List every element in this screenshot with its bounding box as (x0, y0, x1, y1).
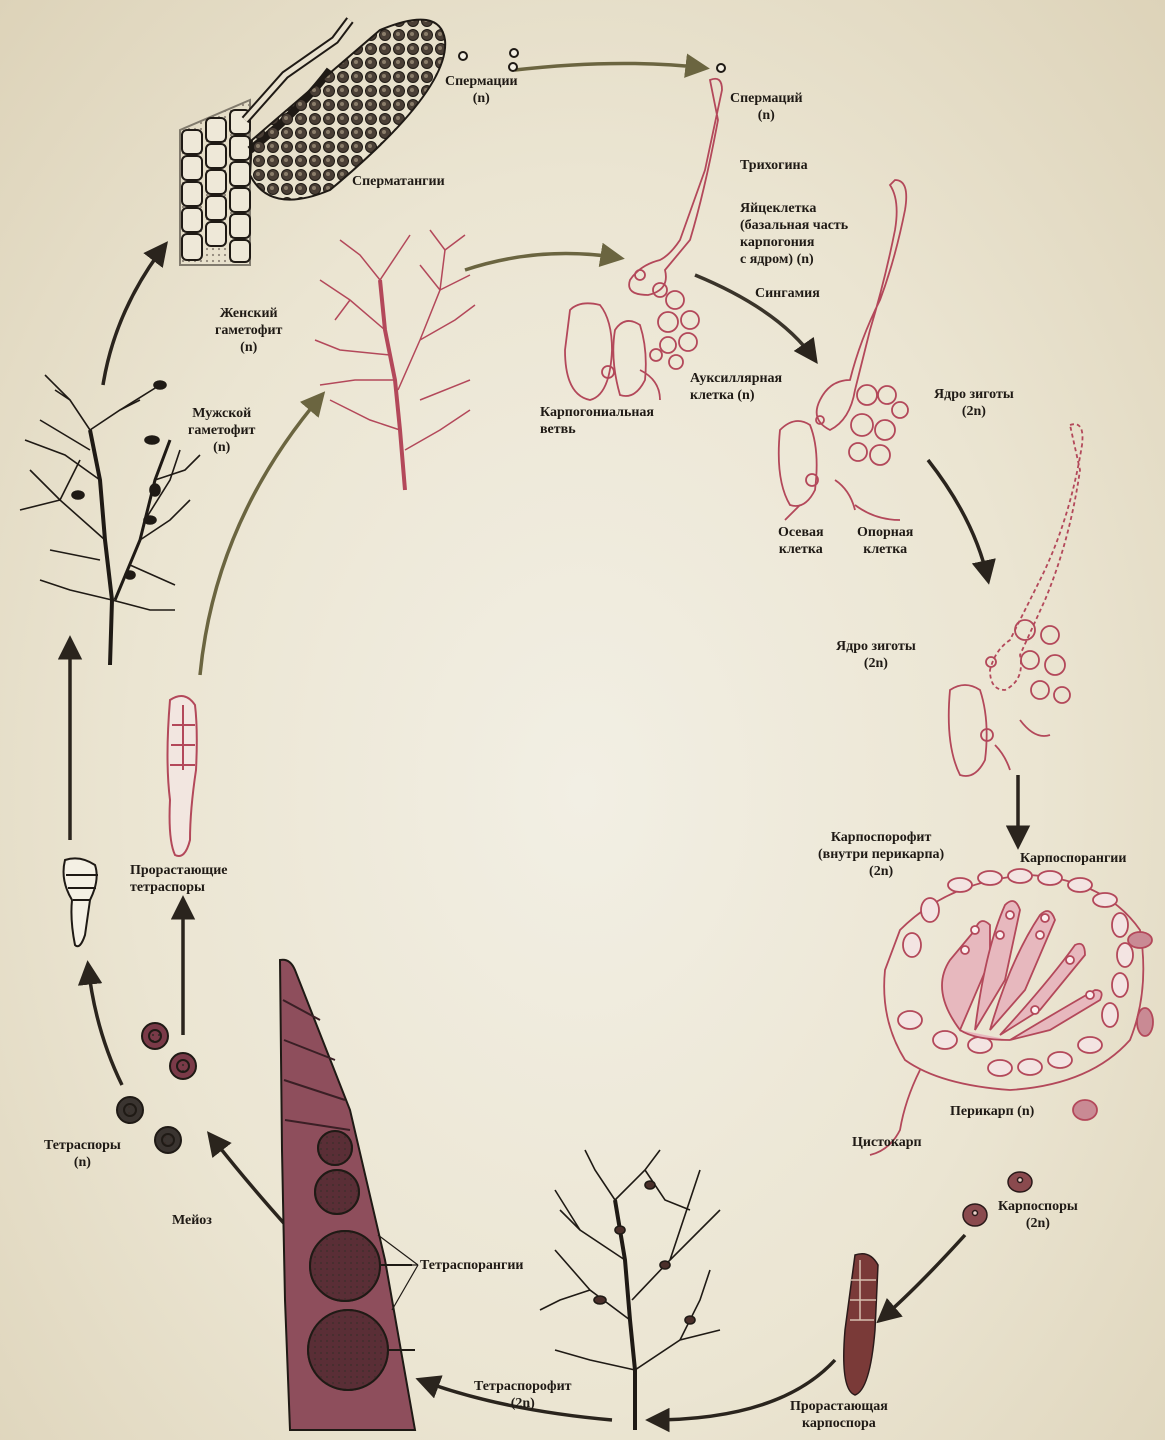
label-germinating-tetraspores-line2: тетраспоры (130, 879, 228, 896)
germinating-tetraspores-drawing (64, 696, 197, 946)
label-tetrasporophyte-line2: (2n) (474, 1395, 572, 1412)
female-gametophyte-drawing (315, 230, 475, 490)
label-carposporophyte-line1: Карпоспорофит (818, 829, 944, 846)
label-tetraspores-line1: Тетраспоры (44, 1137, 121, 1154)
label-zygote-nucleus-2-line2: (2n) (836, 655, 916, 672)
label-carposporophyte-line2: (внутри перикарпа) (818, 846, 944, 863)
label-zygote-nucleus-2-line1: Ядро зиготы (836, 638, 916, 655)
arrow-carpospores-to-germinating (880, 1235, 965, 1320)
label-zygote-nucleus-1-line2: (2n) (934, 403, 1014, 420)
label-egg-line4: с ядром) (n) (740, 251, 848, 268)
label-carposporangia: Карпоспорангии (1020, 850, 1126, 867)
male-gametophyte-drawing (20, 375, 200, 665)
label-axial-cell: Осевая клетка (778, 524, 824, 558)
cycle-arrows (70, 63, 1018, 1420)
label-axial-cell-line2: клетка (778, 541, 824, 558)
label-pericarp: Перикарп (n) (950, 1103, 1034, 1120)
arrow-female-to-carpogonium (465, 254, 620, 270)
label-germinating-tetraspores-line1: Прорастающие (130, 862, 228, 879)
label-carposporophyte-line3: (2n) (818, 863, 944, 880)
label-female-gametophyte-line1: Женский (215, 305, 282, 322)
label-germinating-carpospore: Прорастающая карпоспора (790, 1398, 888, 1432)
label-support-cell: Опорная клетка (857, 524, 913, 558)
label-carpogonial-branch-line2: ветвь (540, 421, 654, 438)
label-germinating-tetraspores: Прорастающие тетраспоры (130, 862, 228, 896)
label-germinating-carpospore-line2: карпоспора (790, 1415, 888, 1432)
label-axial-cell-line1: Осевая (778, 524, 824, 541)
label-germinating-carpospore-line1: Прорастающая (790, 1398, 888, 1415)
label-carpogonial-branch: Карпогониальная ветвь (540, 404, 654, 438)
label-spermatangia: Сперматангии (352, 173, 445, 190)
label-zygote-nucleus-1-line1: Ядро зиготы (934, 386, 1014, 403)
label-female-gametophyte: Женский гаметофит (n) (215, 305, 282, 356)
label-tetraspores: Тетраспоры (n) (44, 1137, 121, 1171)
label-male-gametophyte: Мужской гаметофит (n) (188, 405, 255, 456)
label-male-gametophyte-line3: (n) (188, 439, 255, 456)
arrow-spermatia-to-spermatium (515, 63, 705, 70)
carpogonium-drawing (565, 79, 722, 400)
label-egg-line1: Яйцеклетка (740, 200, 848, 217)
label-spermatia: Спермации (n) (445, 73, 518, 107)
label-spermatium: Спермаций (n) (730, 90, 803, 124)
arrow-male-to-spermatangia (103, 245, 165, 385)
arrow-tetraspore-to-germinating-left (88, 965, 122, 1085)
label-tetrasporangia: Тетраспорангии (420, 1257, 523, 1274)
label-support-cell-line2: клетка (857, 541, 913, 558)
label-zygote-nucleus-1: Ядро зиготы (2n) (934, 386, 1014, 420)
label-cystocarp: Цистокарп (852, 1134, 922, 1151)
label-carpospores-line1: Карпоспоры (998, 1198, 1078, 1215)
label-egg-line3: карпогония (740, 234, 848, 251)
spermatangia-drawing (180, 20, 445, 265)
spermatia-dots (459, 49, 725, 72)
label-spermatia-line1: Спермации (445, 73, 518, 90)
label-tetrasporophyte: Тетраспорофит (2n) (474, 1378, 572, 1412)
label-support-cell-line1: Опорная (857, 524, 913, 541)
label-carpogonial-branch-line1: Карпогониальная (540, 404, 654, 421)
label-egg-line2: (базальная часть (740, 217, 848, 234)
arrow-to-zygote-stage (928, 460, 988, 580)
label-male-gametophyte-line2: гаметофит (188, 422, 255, 439)
label-egg: Яйцеклетка (базальная часть карпогония с… (740, 200, 848, 268)
label-tetraspores-line2: (n) (44, 1154, 121, 1171)
label-carpospores: Карпоспоры (2n) (998, 1198, 1078, 1232)
label-auxiliary-cell-line2: клетка (n) (690, 387, 782, 404)
label-spermatium-line1: Спермаций (730, 90, 803, 107)
germinating-carpospore-drawing (844, 1254, 878, 1395)
label-male-gametophyte-line1: Мужской (188, 405, 255, 422)
label-tetrasporophyte-line1: Тетраспорофит (474, 1378, 572, 1395)
arrow-meiosis (210, 1135, 290, 1230)
tetraspores-drawing (117, 1023, 196, 1153)
label-carpospores-line2: (2n) (998, 1215, 1078, 1232)
label-auxiliary-cell-line1: Ауксиллярная (690, 370, 782, 387)
label-zygote-nucleus-2: Ядро зиготы (2n) (836, 638, 916, 672)
zygote-stage-drawing (949, 424, 1083, 776)
label-carposporophyte: Карпоспорофит (внутри перикарпа) (2n) (818, 829, 944, 880)
label-spermatium-line2: (n) (730, 107, 803, 124)
label-spermatia-line2: (n) (445, 90, 518, 107)
label-auxiliary-cell: Ауксиллярная клетка (n) (690, 370, 782, 404)
label-female-gametophyte-line3: (n) (215, 339, 282, 356)
label-female-gametophyte-line2: гаметофит (215, 322, 282, 339)
label-trichogyne: Трихогина (740, 157, 808, 174)
label-syngamy: Сингамия (755, 285, 820, 302)
tetrasporangia-drawing (280, 960, 415, 1430)
label-meiosis: Мейоз (172, 1212, 212, 1229)
